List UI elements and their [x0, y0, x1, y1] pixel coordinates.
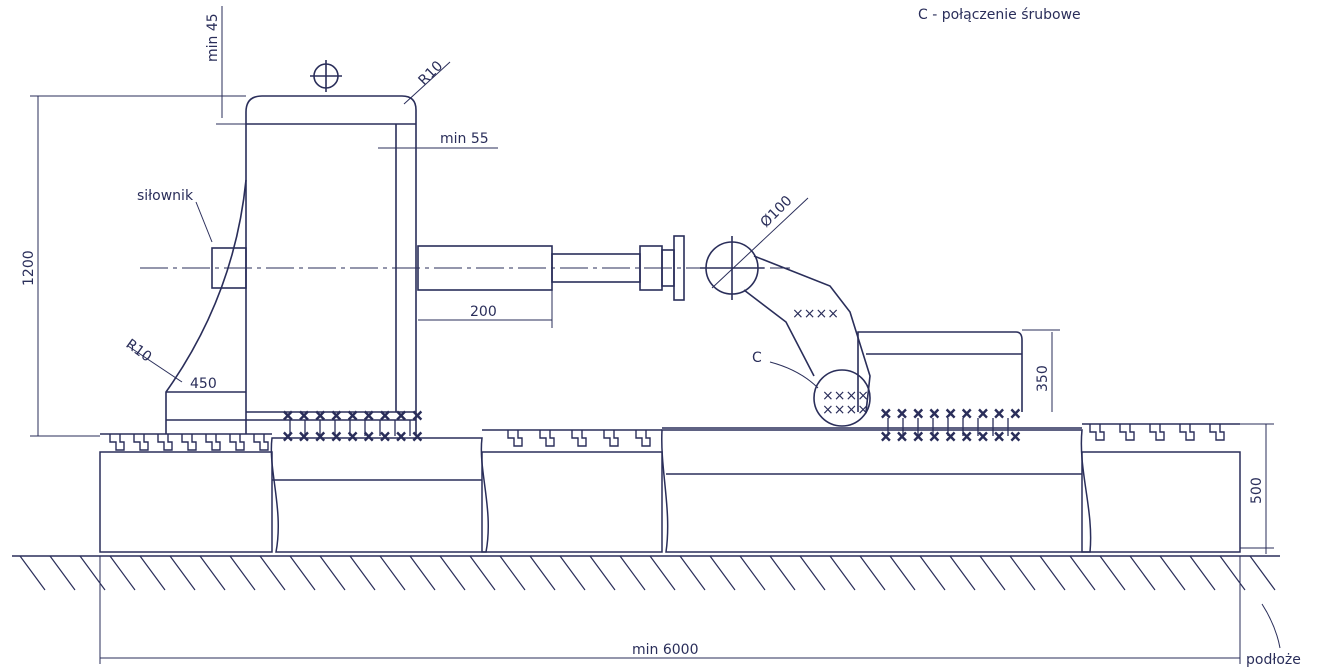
dim-min-55: min 55: [440, 131, 489, 147]
svg-text:× × × × × × × × ×: × × × × × × × × ×: [880, 429, 1021, 445]
svg-text:××××: ××××: [792, 306, 839, 322]
bolt-row-left: × × × × × × × × × × × × × × × × × ×: [281, 407, 423, 445]
svg-text:××××: ××××: [822, 402, 869, 418]
dim-350: 350: [1035, 365, 1051, 392]
foundation: [99, 423, 1241, 553]
svg-text:× × × × × × × × ×: × × × × × × × × ×: [282, 429, 423, 445]
foundation-block-left: [99, 451, 273, 553]
dim-r10-bottom: R10: [123, 336, 155, 365]
t-slots: [109, 424, 1225, 451]
svg-text:× × × × × × × × ×: × × × × × × × × ×: [880, 406, 1021, 422]
lever-arm: [700, 236, 871, 427]
foundation-gap-1: [270, 437, 489, 553]
dimension-lines: [30, 6, 1281, 664]
shaft-assembly: [417, 235, 685, 301]
dim-500: 500: [1249, 477, 1265, 504]
bolt-row-right: × × × × × × × × × × × × × × × × × ×: [879, 405, 1021, 445]
foundation-gap-2: [661, 429, 1092, 553]
actuator-label: siłownik: [137, 188, 194, 204]
ground: [12, 555, 1280, 591]
svg-text:××××: ××××: [822, 388, 869, 404]
dim-450: 450: [190, 376, 217, 392]
dim-r10-top: R10: [416, 58, 447, 89]
dim-phi-100: Ø100: [758, 193, 796, 231]
dim-1200: 1200: [21, 250, 37, 286]
dim-200: 200: [470, 304, 497, 320]
svg-text:× × × × × × × × ×: × × × × × × × × ×: [282, 408, 423, 424]
dim-min-45: min 45: [205, 13, 221, 62]
bolt-group-c: ×××× ×××× ××××: [792, 306, 869, 418]
ground-label: podłoże: [1246, 652, 1301, 668]
support-block: [857, 331, 1023, 412]
bolted-joint-label: C: [752, 350, 762, 366]
foundation-block-middle: [481, 451, 663, 553]
legend-text: C - połączenie śrubowe: [918, 7, 1081, 23]
dim-min-6000: min 6000: [632, 642, 698, 658]
foundation-block-right: [1081, 451, 1241, 553]
